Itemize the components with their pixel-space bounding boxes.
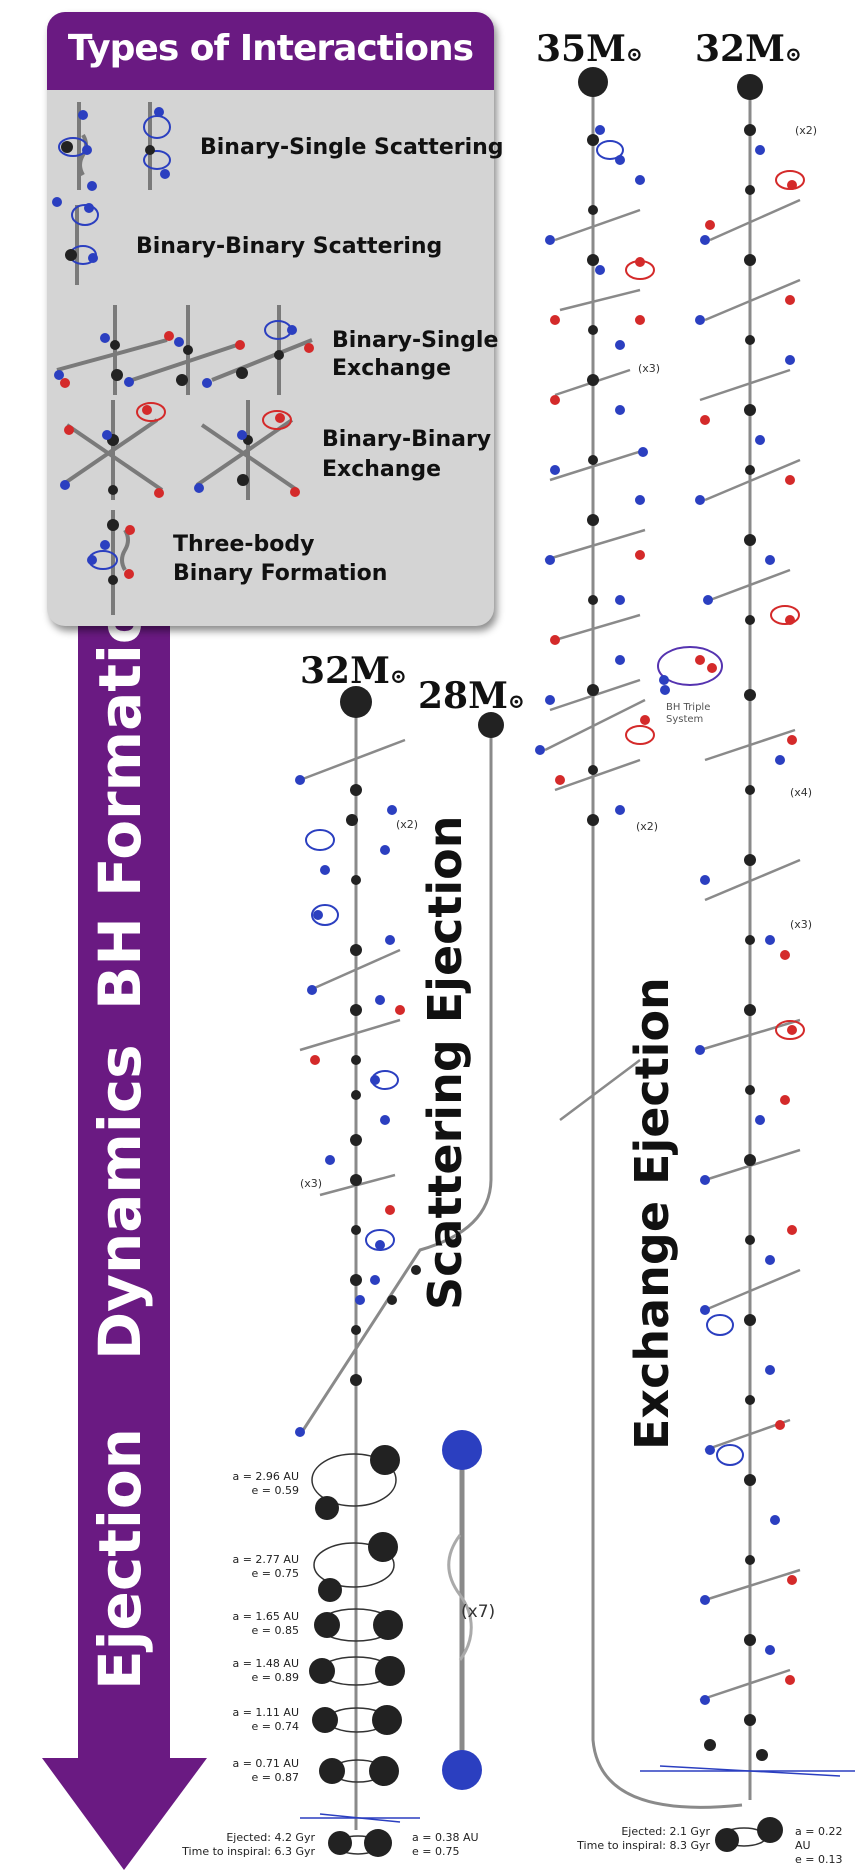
repeat-x2-right: (x2) — [795, 124, 818, 137]
legend-binary-single-exchange-2: Exchange — [332, 356, 452, 381]
mass-32-exchange-label: 32M⊙ — [695, 28, 802, 70]
legend-header — [47, 12, 494, 90]
repeat-x4-right: (x4) — [790, 786, 813, 799]
mass-35-label: 35M⊙ — [536, 28, 643, 70]
scattering-ejection-label: Scattering Ejection — [418, 815, 472, 1310]
repeat-x3-right: (x3) — [790, 918, 813, 931]
track-35 — [591, 90, 743, 1809]
repeat-x7: (x7) — [461, 1602, 496, 1622]
legend-icons — [52, 102, 314, 615]
legend-title: Types of Interactions — [67, 28, 474, 69]
legend-three-body-2: Binary Formation — [173, 561, 388, 586]
legend-binary-single-exchange-1: Binary-Single — [332, 328, 499, 353]
legend-binary-binary-exchange-1: Binary-Binary — [322, 427, 492, 452]
repeat-x2-exchange: (x2) — [636, 820, 659, 833]
bh-32-exchange — [737, 74, 763, 100]
repeat-x2-scattering: (x2) — [396, 818, 419, 831]
legend-three-body-1: Three-body — [173, 532, 315, 557]
ejected-single-star — [442, 1430, 482, 1790]
repeat-x3-exchange: (x3) — [638, 362, 661, 375]
track-28 — [298, 722, 493, 1436]
mass-28-label: 28M⊙ — [418, 675, 525, 717]
bh-35 — [578, 67, 608, 97]
mass-32-scattering-label: 32M⊙ — [300, 650, 407, 692]
legend-binary-binary-scattering: Binary-Binary Scattering — [136, 234, 443, 259]
exchange-ejection-label: Exchange Ejection — [625, 977, 679, 1450]
legend-binary-single-scattering: Binary-Single Scattering — [200, 135, 504, 160]
repeat-x3-scattering: (x3) — [300, 1177, 323, 1190]
legend-binary-binary-exchange-2: Exchange — [322, 457, 442, 482]
legend-box — [47, 12, 494, 626]
bh-triple-orbit — [657, 646, 723, 686]
bh-32-scattering — [340, 686, 372, 718]
bh-28 — [478, 712, 504, 738]
